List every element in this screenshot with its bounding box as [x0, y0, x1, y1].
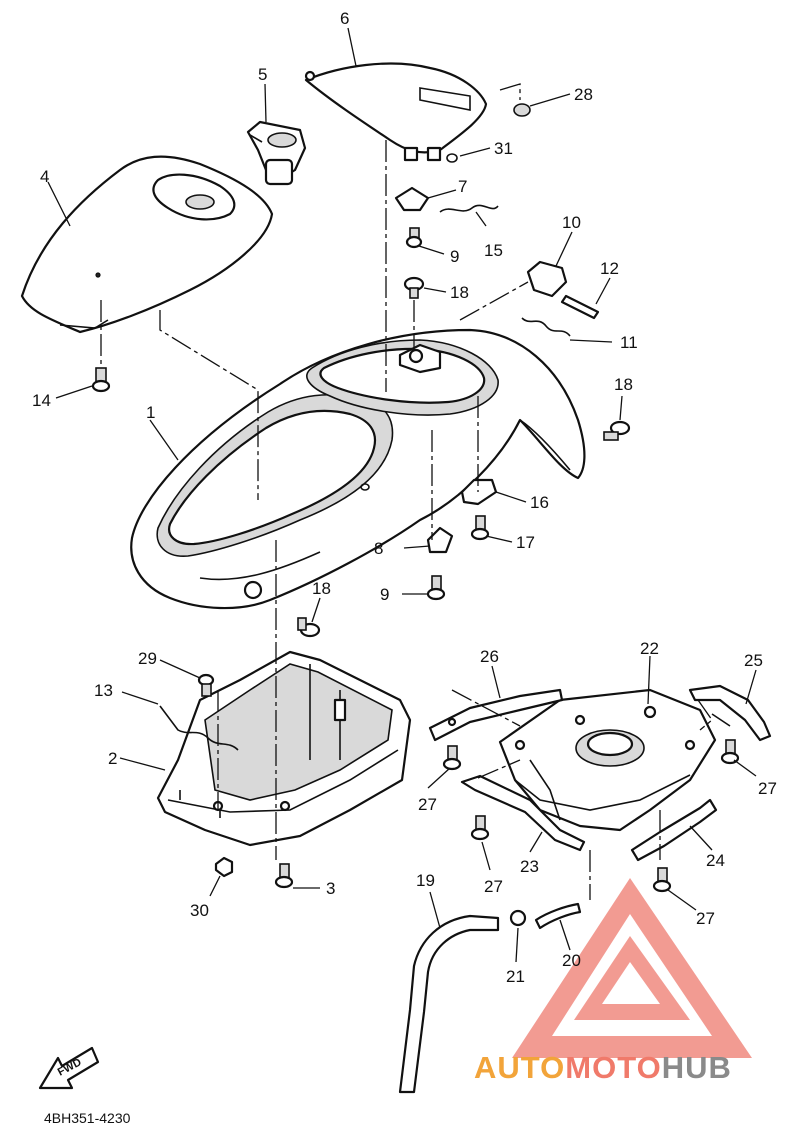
callout-22: 22: [640, 639, 659, 658]
part-4-seat-panel: [20, 155, 274, 334]
watermark-part3: HUB: [661, 1050, 732, 1085]
screw-18-upper: [403, 276, 425, 299]
callout-8: 8: [374, 539, 383, 558]
callout-9-upper: 9: [450, 247, 459, 266]
leader-lines: [47, 27, 757, 963]
bolt-9-upper: [405, 227, 423, 249]
bolt-29: [197, 673, 215, 697]
callout-28: 28: [574, 85, 593, 104]
callout-30: 30: [190, 901, 209, 920]
callout-27-b: 27: [484, 877, 503, 896]
fwd-arrow-icon: FWD: [38, 1046, 100, 1090]
assembly-lines: [100, 83, 713, 900]
watermark-part2: MOTO: [565, 1050, 662, 1085]
part-1-body-cover: [130, 328, 586, 610]
callout-13: 13: [94, 681, 113, 700]
callout-4: 4: [40, 167, 49, 186]
watermark-logo-graphic: [512, 878, 752, 1058]
callout-27-a: 27: [418, 795, 437, 814]
callout-16: 16: [530, 493, 549, 512]
hardware-small-parts: [159, 103, 600, 1094]
callout-18-lower: 18: [312, 579, 331, 598]
watermark-part1: AUTO: [474, 1050, 566, 1085]
callout-15: 15: [484, 241, 503, 260]
screw-18-right: [603, 420, 631, 441]
callout-3: 3: [326, 879, 335, 898]
bolt-9-lower: [426, 575, 446, 601]
part-5-lock: [246, 120, 307, 186]
bolt-27-d: [652, 867, 672, 893]
part-26-bracket: [428, 688, 564, 742]
callout-31: 31: [494, 139, 513, 158]
callout-23: 23: [520, 857, 539, 876]
callout-21: 21: [506, 967, 525, 986]
part-25-bracket: [688, 684, 772, 742]
callout-25: 25: [744, 651, 763, 670]
bolt-27-a: [442, 745, 462, 771]
callout-numbers: 1 2 3 4 5 6 7 8 9 9 10 11 12 13 14 15 16…: [32, 9, 777, 986]
callout-29: 29: [138, 649, 157, 668]
callout-20: 20: [562, 951, 581, 970]
callout-14: 14: [32, 391, 51, 410]
callout-24: 24: [706, 851, 725, 870]
callout-26: 26: [480, 647, 499, 666]
callout-2: 2: [108, 749, 117, 768]
part-2-storage-box: [156, 650, 412, 847]
callout-12: 12: [600, 259, 619, 278]
watermark-logo-text: AUTOMOTOHUB: [474, 1050, 732, 1086]
screw-18-lower: [297, 617, 321, 638]
callout-19: 19: [416, 871, 435, 890]
callout-5: 5: [258, 65, 267, 84]
bolt-27-b: [470, 815, 490, 841]
callout-11: 11: [620, 333, 638, 352]
part-6-lid: [304, 62, 488, 162]
callout-17: 17: [516, 533, 535, 552]
callout-27-d: 27: [696, 909, 715, 928]
bolt-17: [470, 515, 490, 541]
diagram-part-number: 4BH351-4230: [44, 1110, 131, 1126]
part-22-base-tray: [498, 688, 717, 832]
callout-7: 7: [458, 177, 467, 196]
bolt-27-c: [720, 739, 740, 765]
bolts: [91, 227, 740, 893]
bolt-3: [274, 863, 294, 889]
part-23-stay: [460, 774, 586, 852]
callout-18-right: 18: [614, 375, 633, 394]
part-24-stay: [630, 798, 718, 862]
callout-10: 10: [562, 213, 581, 232]
callout-1: 1: [146, 403, 155, 422]
bolt-14: [91, 367, 111, 393]
callout-6: 6: [340, 9, 349, 28]
callout-18-upper: 18: [450, 283, 469, 302]
callout-9-lower: 9: [380, 585, 389, 604]
callout-27-c: 27: [758, 779, 777, 798]
